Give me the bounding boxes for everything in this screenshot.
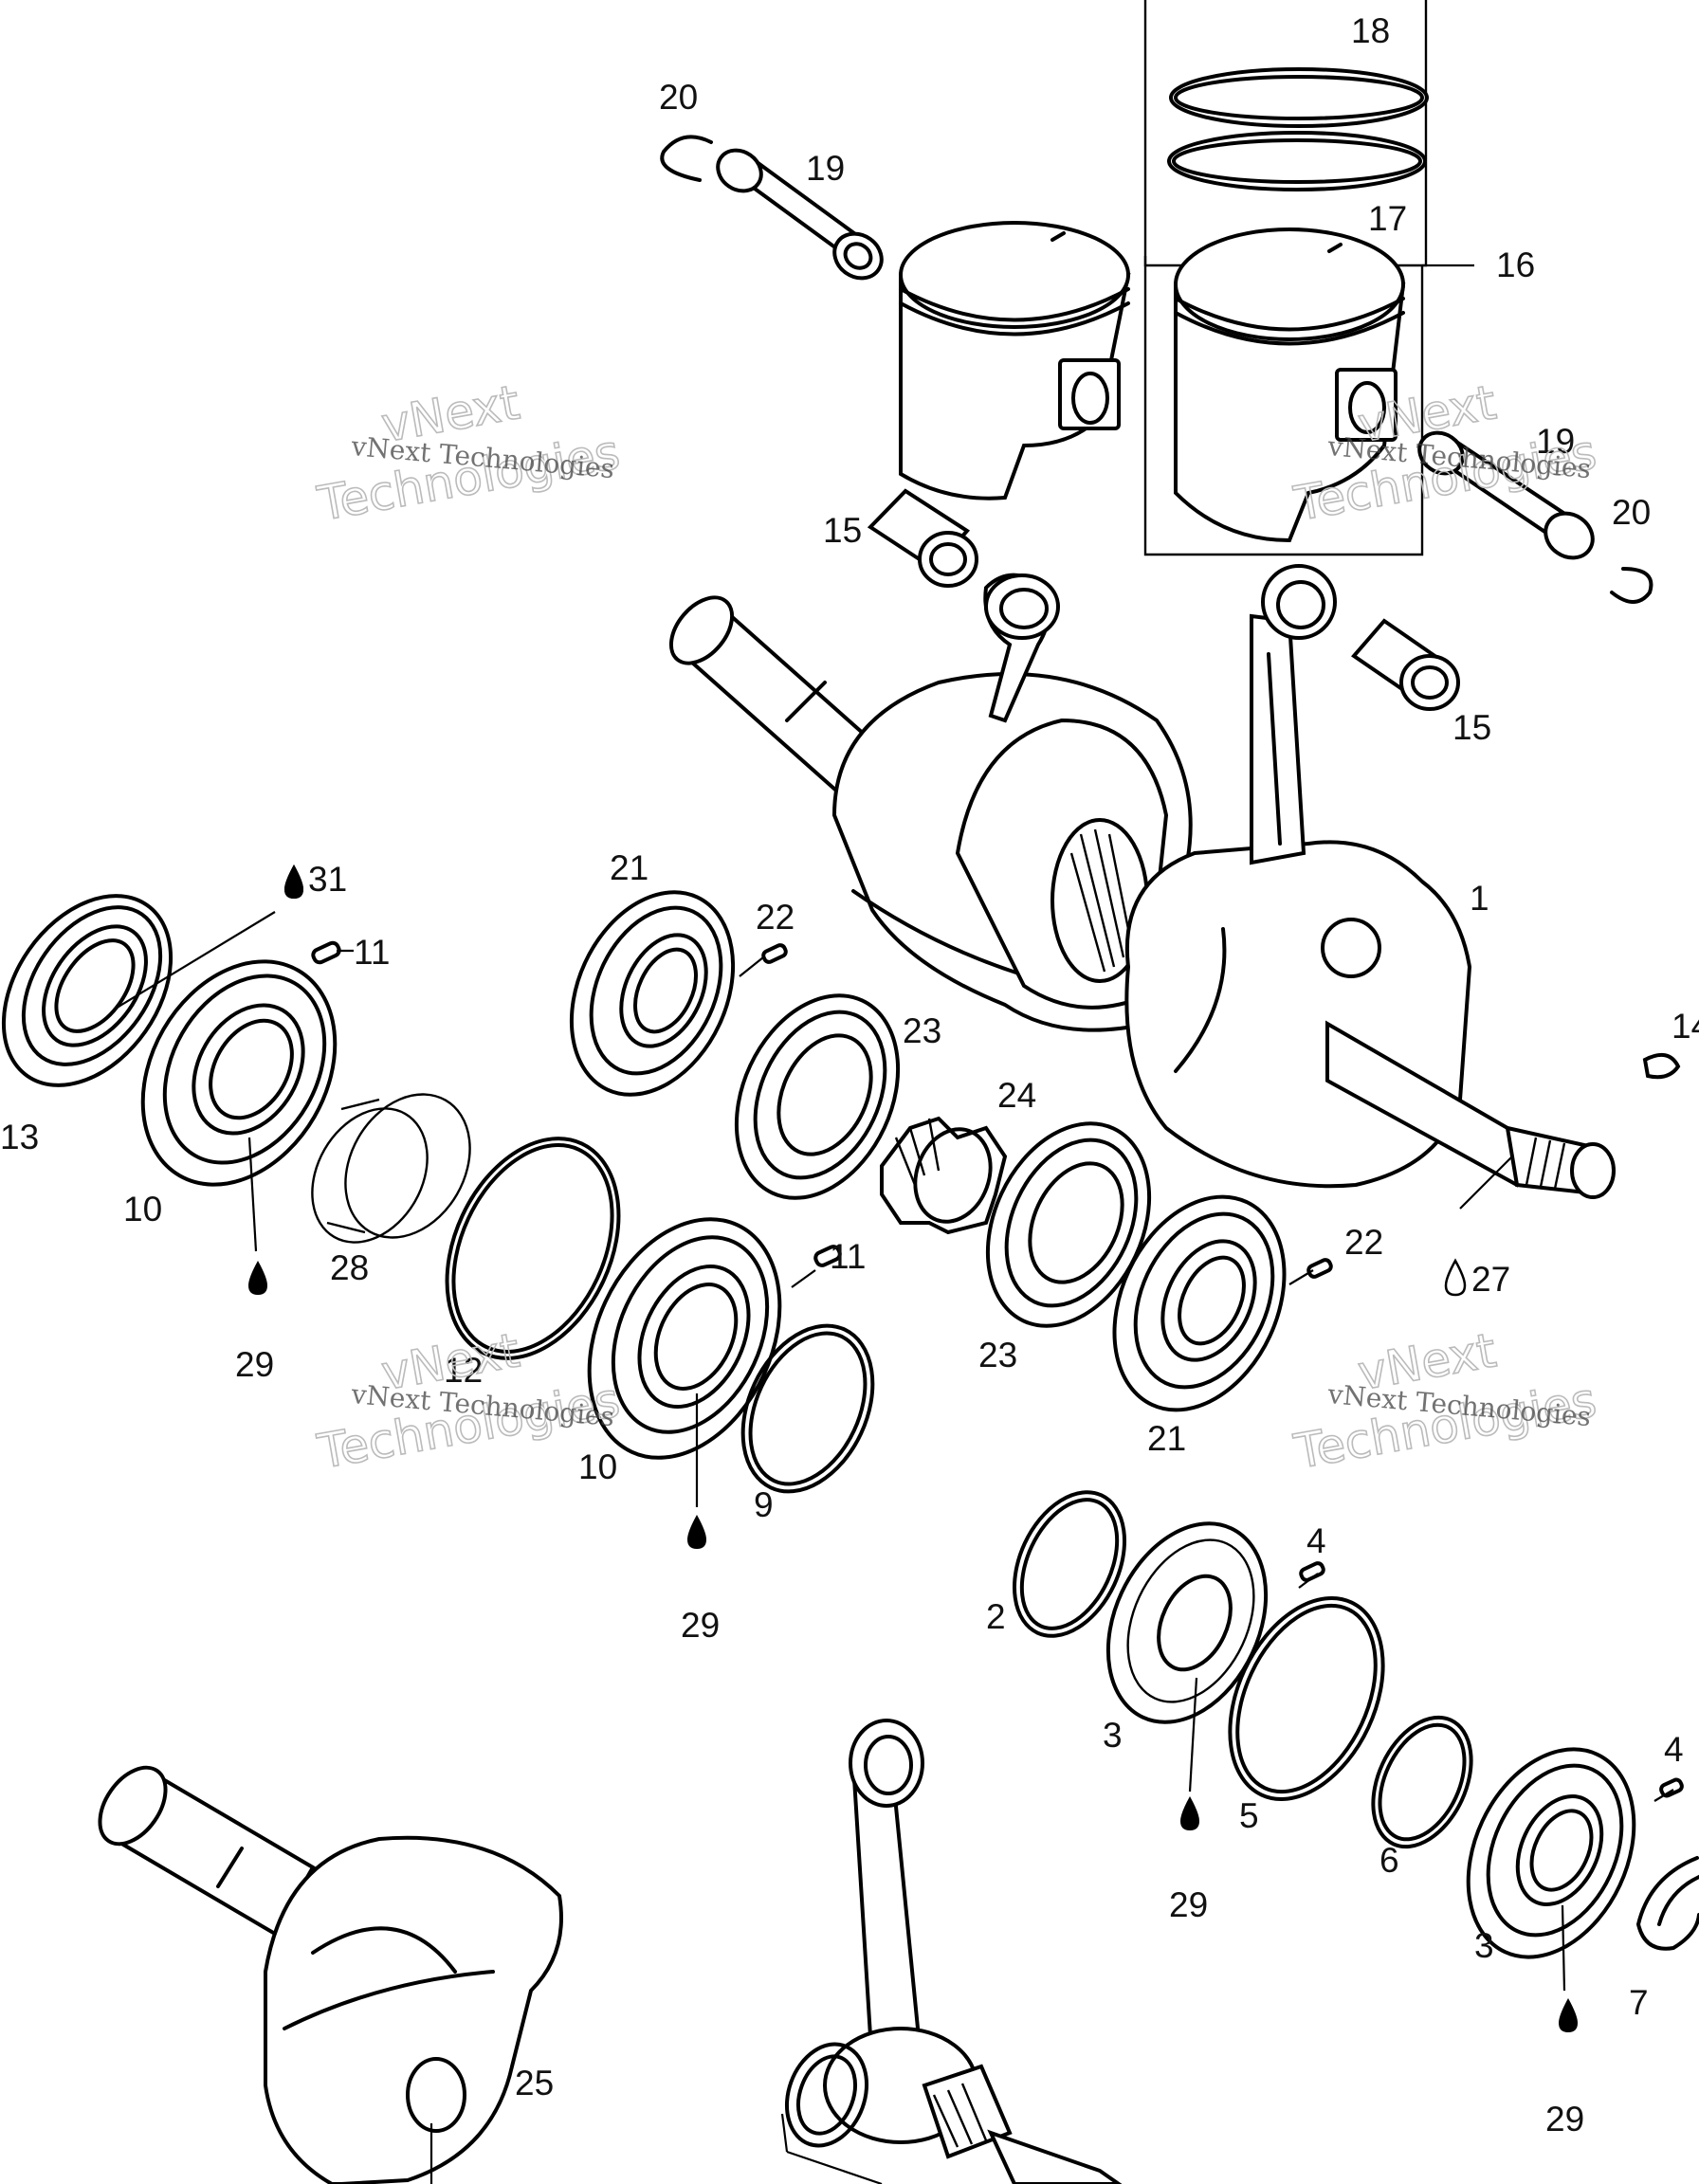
- oil-drop-icon: [248, 1261, 267, 1295]
- o-ring-5: [1228, 1596, 1385, 1801]
- callout-29-left: 29: [235, 1345, 274, 1384]
- callout-16: 16: [1496, 246, 1535, 284]
- callout-19-top: 19: [806, 149, 845, 188]
- oil-seal: [1, 894, 174, 1087]
- callout-28: 28: [330, 1248, 369, 1287]
- callout-3-bottom: 3: [1474, 1926, 1494, 1965]
- ring-9: [740, 1323, 875, 1494]
- seal-23-top: [734, 993, 901, 1200]
- ball-bearing-3-top: [1105, 1521, 1269, 1724]
- callout-11-center: 11: [830, 1237, 866, 1276]
- piston-left: [899, 221, 1131, 500]
- callout-1: 1: [1470, 879, 1489, 918]
- callout-4-right: 4: [1664, 1730, 1684, 1769]
- callout-23-bottom: 23: [978, 1336, 1017, 1374]
- leader-lines: [113, 911, 1674, 2184]
- callout-6: 6: [1379, 1841, 1399, 1880]
- callout-27: 27: [1471, 1260, 1510, 1299]
- callout-29-lower: 29: [1169, 1885, 1208, 1924]
- callout-19-right: 19: [1536, 422, 1575, 461]
- callout-12: 12: [444, 1351, 483, 1390]
- oil-drop-icon: [1559, 1998, 1578, 2032]
- callout-13: 13: [0, 1118, 39, 1156]
- callout-14: 14: [1672, 1007, 1699, 1046]
- ball-bearing-3-bottom: [1466, 1747, 1636, 1959]
- needle-bearing-right: [1351, 618, 1460, 711]
- callout-24: 24: [997, 1076, 1036, 1115]
- ring-2: [1012, 1490, 1127, 1638]
- callout-15-right: 15: [1452, 708, 1491, 747]
- piston-right: [1174, 228, 1406, 543]
- woodruff-key: [1642, 1052, 1681, 1080]
- callout-15-top: 15: [823, 511, 862, 550]
- ring-6: [1371, 1715, 1473, 1849]
- sleeve: [311, 1093, 471, 1244]
- crank-half: [98, 1765, 563, 2184]
- piston-rings: [1167, 67, 1429, 191]
- callout-labels: 18 20 19 17 16 19 20 15 15 1 31 11 21 22…: [0, 11, 1699, 2138]
- spiral-gear: [880, 1116, 1008, 1235]
- seal-23-bottom: [985, 1121, 1152, 1328]
- callout-17: 17: [1368, 199, 1407, 238]
- callout-10-left: 10: [123, 1190, 162, 1228]
- callout-29-center: 29: [681, 1606, 720, 1645]
- oil-drop-icon: [687, 1515, 706, 1549]
- circlip-left: [660, 135, 713, 182]
- callout-23-top: 23: [903, 1011, 941, 1050]
- wrist-pin-left: [716, 148, 884, 281]
- callout-31: 31: [308, 860, 347, 899]
- needle-bearing-top: [867, 488, 978, 588]
- crankshaft-assembly: [668, 595, 1616, 1199]
- callout-21-bottom: 21: [1147, 1419, 1186, 1458]
- callout-2: 2: [986, 1597, 1006, 1636]
- circlip-right: [1610, 567, 1653, 604]
- callout-10-center: 10: [578, 1447, 617, 1486]
- wrist-pin-right: [1417, 430, 1595, 560]
- callout-20-top: 20: [659, 78, 698, 117]
- oil-drop-icon: [1444, 1258, 1467, 1297]
- oil-drop-icon: [1180, 1796, 1199, 1830]
- callout-9: 9: [754, 1485, 774, 1524]
- ball-bearing-21-top: [569, 890, 736, 1097]
- callout-18: 18: [1351, 11, 1390, 50]
- callout-11-left: 11: [354, 933, 390, 972]
- ball-bearing-left: [140, 959, 338, 1187]
- callout-7: 7: [1629, 1983, 1649, 2022]
- callout-20-right: 20: [1612, 493, 1651, 532]
- ball-bearing-center: [587, 1217, 782, 1460]
- oil-drop-icon: [284, 864, 303, 899]
- callout-22-top: 22: [756, 898, 795, 937]
- lower-connecting-rod: [780, 1719, 1123, 2184]
- callout-3-top: 3: [1103, 1716, 1123, 1755]
- callout-21-top: 21: [610, 848, 649, 887]
- circlip-7: [1636, 1856, 1699, 1951]
- connecting-rod-left: [983, 573, 1060, 723]
- callout-4-top: 4: [1306, 1521, 1326, 1560]
- o-ring-left: [445, 1137, 621, 1360]
- connecting-rod-right: [1250, 564, 1337, 865]
- callout-22-bottom: 22: [1344, 1223, 1383, 1262]
- callout-25: 25: [515, 2064, 554, 2102]
- callout-29-bottom: 29: [1545, 2100, 1584, 2138]
- callout-5: 5: [1239, 1796, 1259, 1835]
